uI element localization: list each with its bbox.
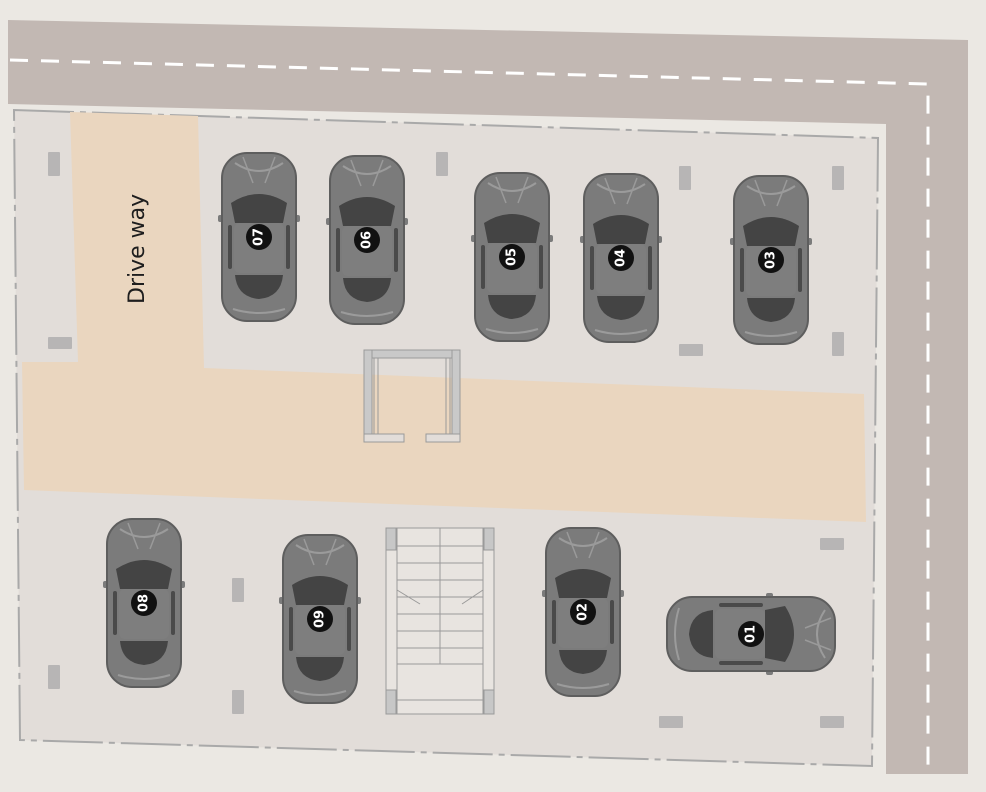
spot-number: 07 — [252, 228, 267, 246]
column — [436, 152, 448, 176]
lot-boundary — [12, 108, 880, 768]
column — [679, 344, 703, 356]
column — [232, 578, 244, 602]
parking-spot-01: 01 — [666, 592, 836, 676]
parking-spots: 01 02 03 04 05 06 07 08 09 — [102, 152, 836, 704]
parking-spot-09: 09 — [278, 534, 362, 704]
spot-number-badge: 09 — [307, 606, 333, 632]
spot-number-badge: 04 — [608, 245, 634, 271]
spot-number: 02 — [576, 603, 591, 621]
spot-number-badge: 05 — [499, 244, 525, 270]
spot-number-badge: 08 — [131, 590, 157, 616]
column — [48, 337, 72, 349]
spot-number: 01 — [744, 625, 759, 643]
street — [8, 20, 968, 774]
spot-number-badge: 06 — [354, 227, 380, 253]
column — [820, 538, 844, 550]
column — [659, 716, 683, 728]
column — [48, 152, 60, 176]
column — [48, 665, 60, 689]
street-center-line — [9, 58, 930, 774]
column — [679, 166, 691, 190]
parking-spot-06: 06 — [325, 155, 409, 325]
spot-number: 08 — [137, 594, 152, 612]
spot-number-badge: 07 — [246, 224, 272, 250]
spot-number-badge: 02 — [570, 599, 596, 625]
parking-spot-02: 02 — [541, 527, 625, 697]
column — [232, 690, 244, 714]
spot-number: 05 — [505, 248, 520, 266]
column — [832, 166, 844, 190]
spot-number: 04 — [614, 249, 629, 267]
parking-spot-08: 08 — [102, 518, 186, 688]
parking-spot-07: 07 — [217, 152, 301, 322]
staircase-icon — [385, 527, 495, 715]
parking-spot-03: 03 — [729, 175, 813, 345]
spot-number: 09 — [313, 610, 328, 628]
spot-number-badge: 01 — [738, 621, 764, 647]
gate-frame-icon — [363, 349, 461, 443]
columns — [48, 152, 844, 728]
parking-spot-05: 05 — [470, 172, 554, 342]
parking-spot-04: 04 — [579, 173, 663, 343]
spot-number: 06 — [360, 231, 375, 249]
spot-number-badge: 03 — [758, 247, 784, 273]
column — [820, 716, 844, 728]
driveway-label: Drive way — [125, 194, 150, 304]
driveway — [22, 112, 866, 522]
spot-number: 03 — [764, 251, 779, 269]
column — [832, 332, 844, 356]
